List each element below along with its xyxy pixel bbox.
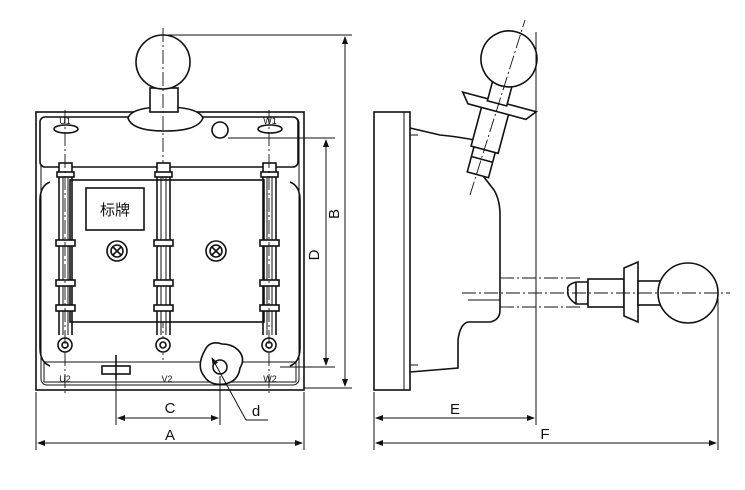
slot-w1 bbox=[257, 124, 283, 134]
side-handle-upper bbox=[461, 30, 539, 179]
dim-d-small-label: d bbox=[252, 403, 260, 420]
side-base-plate bbox=[373, 111, 411, 391]
handle-hub bbox=[127, 106, 204, 132]
terminal-label-u1: U1 bbox=[59, 116, 71, 126]
dim-a-label: A bbox=[165, 427, 175, 444]
blade-v bbox=[153, 162, 174, 353]
blade-w bbox=[259, 162, 280, 353]
cover-plate bbox=[69, 179, 265, 323]
side-handle-lower bbox=[566, 260, 719, 324]
bottom-terminal-bar bbox=[43, 361, 297, 383]
handle-neck bbox=[149, 87, 179, 113]
terminal-label-w2: W2 bbox=[263, 374, 277, 384]
side-body bbox=[409, 127, 501, 373]
mount-hole-bottom bbox=[212, 359, 228, 375]
dim-F-label: F bbox=[540, 426, 549, 443]
dim-B-label: B bbox=[326, 209, 343, 219]
dim-c-label: C bbox=[165, 400, 176, 417]
screw-left bbox=[106, 240, 128, 262]
front-view: 标牌 bbox=[35, 28, 352, 450]
blade-u bbox=[55, 162, 76, 353]
terminal-label-u2: U2 bbox=[59, 374, 71, 384]
mount-hole-top bbox=[211, 121, 229, 139]
nameplate bbox=[85, 187, 145, 231]
screw-right bbox=[205, 240, 227, 262]
slot-u1 bbox=[53, 124, 79, 134]
side-view: E F bbox=[373, 19, 730, 450]
dim-d-leader bbox=[211, 357, 247, 421]
nameplate-text: 标牌 bbox=[100, 201, 130, 219]
terminal-label-w1: W1 bbox=[263, 116, 277, 126]
terminal-label-v2: V2 bbox=[161, 374, 172, 384]
dim-E-label: E bbox=[450, 401, 460, 418]
dim-D-label: D bbox=[306, 249, 323, 260]
mount-knob-bottom bbox=[199, 342, 244, 386]
